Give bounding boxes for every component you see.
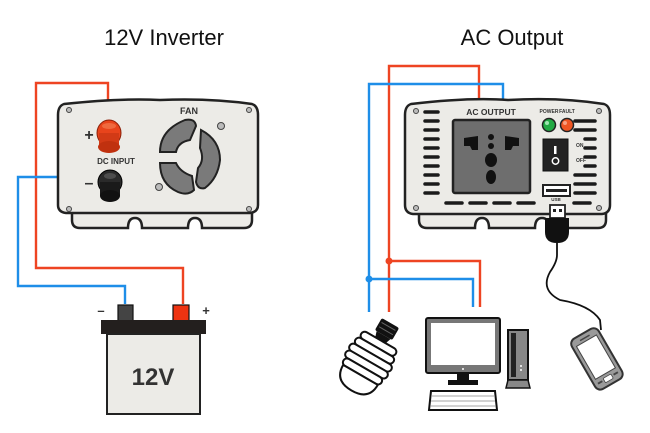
power-switch[interactable] <box>542 138 569 172</box>
power-led <box>541 117 557 133</box>
left-vents <box>423 110 440 195</box>
inverter-panel <box>56 98 260 215</box>
screw <box>246 206 252 212</box>
monitor-screen <box>431 323 495 365</box>
monitor-neck <box>457 373 469 380</box>
switch-off-label: OFF <box>576 158 586 164</box>
usb-label: USB <box>551 197 561 202</box>
battery-cap <box>101 320 206 334</box>
ac-output-label: AC OUTPUT <box>466 107 516 117</box>
power-label: POWER <box>540 109 559 115</box>
battery-positive-terminal <box>172 304 190 322</box>
battery-minus-sign: – <box>97 303 104 318</box>
negative-wire-battery <box>16 175 127 304</box>
fan-grille <box>158 118 222 195</box>
live-junction <box>385 257 393 265</box>
minus-sign: – <box>85 175 94 192</box>
pc-tower-stand <box>505 379 531 389</box>
positive-wire-battery <box>34 81 185 304</box>
positive-terminal <box>96 119 122 153</box>
battery-plus-sign: + <box>202 303 210 318</box>
fault-led-highlight <box>563 121 567 125</box>
universal-ac-socket <box>451 118 532 195</box>
ac-inverter: AC OUTPUT POWER FAULT ON OFF <box>403 97 612 230</box>
switch-on-label: ON <box>576 143 584 149</box>
usb-plug-head <box>549 204 566 219</box>
neutral-wire-computer <box>369 277 475 307</box>
screw <box>413 205 419 211</box>
live-wire-bulb <box>387 64 481 312</box>
usb-cord <box>545 243 602 331</box>
plus-sign: + <box>84 127 93 144</box>
screw <box>155 183 163 191</box>
fan-label: FAN <box>180 106 198 116</box>
negative-terminal <box>97 169 123 202</box>
power-led-highlight <box>545 121 549 125</box>
screw <box>246 107 252 113</box>
usb-port[interactable] <box>542 184 571 197</box>
dc-inverter: + DC INPUT – FAN <box>56 98 260 230</box>
monitor-base <box>448 380 478 385</box>
battery-12v: 12V – + <box>97 303 210 415</box>
fault-led <box>559 117 575 133</box>
light-bulb <box>339 318 399 396</box>
usb-plug-body <box>545 218 569 243</box>
screw <box>66 206 72 212</box>
live-wire-computer <box>389 259 482 307</box>
neutral-junction <box>365 275 373 283</box>
screw <box>596 205 602 211</box>
keyboard <box>427 390 499 411</box>
dc-input-label: DC INPUT <box>97 157 135 166</box>
screw <box>217 122 225 130</box>
battery-body <box>106 333 201 415</box>
smartphone <box>570 327 624 391</box>
desktop-computer <box>425 317 531 411</box>
screw <box>66 107 72 113</box>
screw <box>596 108 602 114</box>
right-vents <box>573 119 597 195</box>
usb-cable <box>545 204 602 331</box>
screw <box>413 108 419 114</box>
title-12v-inverter: 12V Inverter <box>104 25 224 50</box>
fault-label: FAULT <box>559 109 575 115</box>
battery-label: 12V <box>132 364 175 391</box>
title-ac-output: AC Output <box>461 25 564 50</box>
battery-negative-terminal <box>117 304 134 322</box>
